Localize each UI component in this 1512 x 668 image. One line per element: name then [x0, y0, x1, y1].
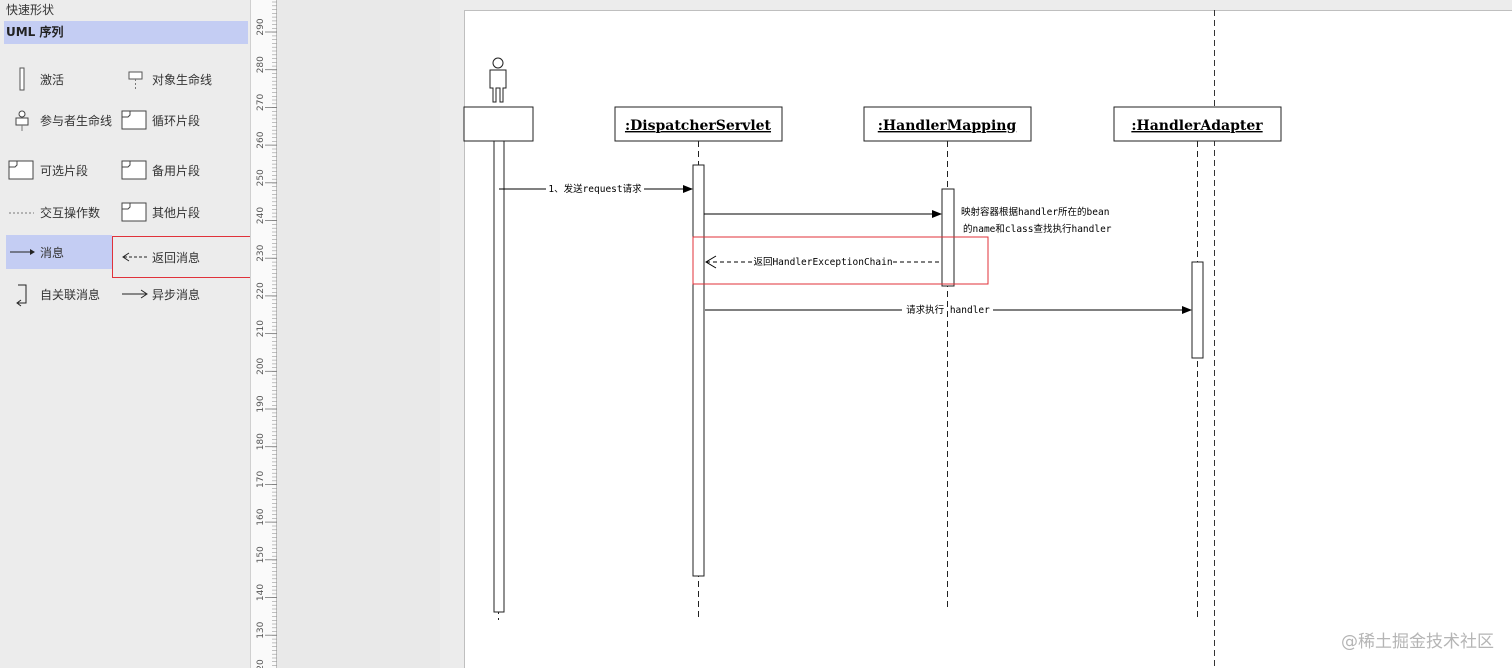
loop-fragment-icon — [118, 107, 148, 133]
shape-label: 其他片段 — [152, 205, 201, 220]
ruler-tick-label: 200 — [256, 357, 266, 374]
ruler-tick-label: 190 — [256, 395, 266, 412]
other-fragment-icon — [118, 199, 148, 225]
optional-fragment-icon — [6, 157, 36, 183]
shape-label: 参与者生命线 — [40, 113, 113, 128]
ruler-tick-label: 280 — [256, 56, 266, 73]
object-label: :HandlerAdapter — [1131, 118, 1263, 134]
ruler-tick-label: 160 — [256, 508, 266, 525]
return-message-arrowhead — [705, 255, 717, 269]
actor-figure[interactable] — [489, 57, 507, 103]
shape-label: 消息 — [40, 245, 65, 260]
async-message-icon — [118, 281, 148, 307]
object-lifeline-icon — [118, 66, 148, 92]
shape-label: 交互操作数 — [40, 205, 101, 220]
shape-optional-fragment[interactable]: 可选片段 — [6, 153, 112, 187]
ruler-tick-label: 170 — [256, 471, 266, 488]
shape-interaction-operand[interactable]: 交互操作数 — [6, 195, 112, 229]
message-arrow-icon — [6, 239, 36, 265]
object-label: :HandlerMapping — [878, 118, 1017, 134]
ruler-tick-label: 180 — [256, 433, 266, 450]
interaction-operand-icon — [6, 199, 36, 225]
ruler-tick-label: 130 — [256, 621, 266, 638]
shape-label: 可选片段 — [40, 163, 89, 178]
ruler-tick-label: 150 — [256, 546, 266, 563]
ruler-tick-label: 210 — [256, 320, 266, 337]
alternative-fragment-icon — [118, 157, 148, 183]
ruler-tick-label: 220 — [256, 282, 266, 299]
ruler-tick-label: 270 — [256, 94, 266, 111]
return-message-highlight — [692, 236, 989, 285]
ruler-tick-label: 230 — [256, 244, 266, 261]
self-message-icon — [6, 281, 36, 307]
shape-object-lifeline[interactable]: 对象生命线 — [118, 62, 246, 96]
panel-title: 快速形状 — [6, 3, 55, 17]
ruler-tick-label: 140 — [256, 584, 266, 601]
dispatcherservlet-activation[interactable] — [692, 164, 705, 577]
shape-label: 自关联消息 — [40, 287, 101, 302]
shape-label: 循环片段 — [152, 113, 201, 128]
vertical-ruler[interactable]: 290 280 270 260 250 240 230 220 210 200 190 180 170 1… — [250, 0, 278, 668]
object-label: :DispatcherServlet — [625, 118, 772, 134]
ruler-tick-label: 290 — [256, 18, 266, 35]
watermark: @稀土掘金技术社区 — [1341, 632, 1494, 652]
shape-label: 备用片段 — [152, 163, 201, 178]
ruler-tick-label: 250 — [256, 169, 266, 186]
shape-loop-fragment[interactable]: 循环片段 — [118, 103, 246, 137]
shape-label: 对象生命线 — [152, 72, 213, 87]
message-2-label-line2: 的name和class查找执行handler — [963, 223, 1112, 235]
message-2-label-line1: 映射容器根据handler所在的bean — [961, 206, 1109, 218]
handleradapter-activation[interactable] — [1191, 261, 1204, 359]
canvas-margin — [277, 0, 440, 668]
shape-self-message[interactable]: 自关联消息 — [6, 277, 112, 311]
return-message-icon — [118, 244, 148, 270]
ruler-tick-label: 120 — [256, 659, 266, 668]
activation-icon — [6, 66, 36, 92]
actor-activation[interactable] — [493, 140, 505, 613]
shape-message[interactable]: 消息 — [6, 235, 112, 269]
category-header-uml-sequence[interactable]: UML 序列 — [4, 21, 248, 44]
shape-actor-lifeline[interactable]: 参与者生命线 — [6, 103, 112, 137]
shape-activation[interactable]: 激活 — [6, 62, 112, 96]
actor-lifeline-head[interactable] — [463, 106, 534, 142]
shape-other-fragment[interactable]: 其他片段 — [118, 195, 246, 229]
message-4-label: 请求执行 handler — [906, 304, 990, 316]
shape-label: 异步消息 — [152, 287, 201, 302]
object-handlermapping[interactable] — [863, 106, 1032, 142]
quick-shapes-panel: 快速形状 UML 序列 激活 对象生命线 参与者生命线 循环片段 可选片段 备用… — [0, 0, 265, 668]
ruler-tick-label: 260 — [256, 131, 266, 148]
ruler-tick-label: 240 — [256, 207, 266, 224]
shape-label: 返回消息 — [152, 250, 201, 265]
shape-return-message[interactable]: 返回消息 — [112, 236, 265, 278]
actor-lifeline-icon — [6, 107, 36, 133]
message-1-label: 1、发送request请求 — [548, 183, 642, 195]
object-handleradapter[interactable] — [1113, 106, 1282, 142]
shape-alternative-fragment[interactable]: 备用片段 — [118, 153, 246, 187]
shape-async-message[interactable]: 异步消息 — [118, 277, 246, 311]
return-message-label: 返回HandlerExceptionChain — [753, 256, 892, 268]
object-dispatcherservlet[interactable] — [614, 106, 783, 142]
shape-label: 激活 — [40, 72, 65, 87]
